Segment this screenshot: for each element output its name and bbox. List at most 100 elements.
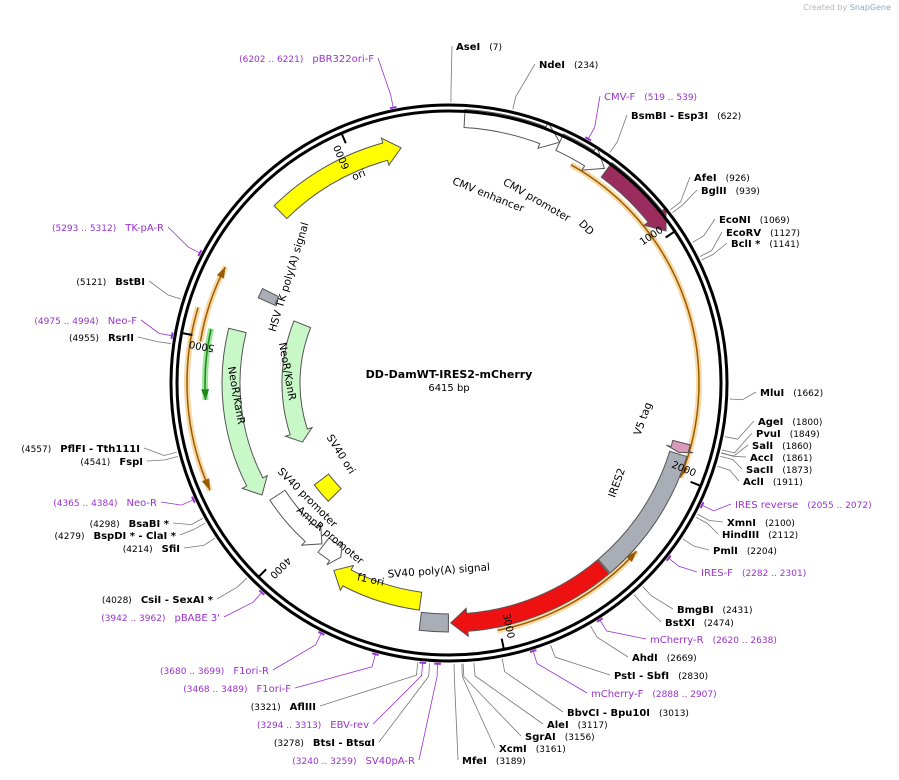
site-leader-1 [512, 63, 536, 110]
site-position: (622) [708, 112, 741, 122]
site-label-14: SacII (1873) [746, 465, 812, 476]
site-name: SalI [752, 441, 773, 452]
site-name: SacII [746, 465, 773, 476]
site-name: PstI - SbfI [614, 671, 669, 682]
site-label-13: AccI (1861) [750, 453, 812, 464]
site-name: MluI [760, 388, 784, 399]
site-leader-19 [682, 538, 710, 551]
site-leader-48 [148, 280, 181, 300]
site-name: F1ori-F [257, 684, 292, 695]
site-label-40: (4214) SfiI [123, 544, 180, 555]
site-label-7: EcoRV (1127) [726, 228, 800, 239]
site-name: pBR322ori-F [312, 54, 374, 65]
primer-mark-23 [596, 617, 604, 623]
site-position: (1069) [751, 216, 790, 226]
feature-label-f1-ori: f1 ori [356, 571, 385, 588]
site-leader-17 [697, 513, 724, 523]
site-position: (2888 .. 2907) [643, 690, 716, 700]
site-position: (4214) [123, 545, 162, 555]
site-name: BstBI [115, 277, 145, 288]
site-name: XcmI [499, 744, 527, 755]
site-name: TK-pA-R [124, 223, 164, 234]
site-label-42: (4298) BsaBI * [90, 519, 170, 530]
label-layer: AseI (7)NdeI (234)CMV-F (519 .. 539)BsmB… [21, 42, 871, 767]
site-name: AccI [750, 453, 773, 464]
site-name: F1ori-R [233, 666, 269, 677]
site-name: FspI [119, 457, 143, 468]
site-position: (4557) [21, 445, 60, 455]
site-label-25: PstI - SbfI (2830) [614, 671, 708, 682]
site-label-37: (3680 .. 3699) F1ori-R [160, 666, 269, 677]
site-position: (519 .. 539) [635, 93, 697, 103]
backbone-outer [169, 103, 729, 663]
site-leader-18 [695, 516, 719, 535]
site-position: (5121) [76, 278, 115, 288]
site-label-4: AfeI (926) [694, 173, 750, 184]
feature-label-mcherry: mCherry [511, 564, 558, 591]
feature-neokan-inner [281, 320, 314, 443]
site-position: (2620 .. 2638) [704, 636, 777, 646]
site-label-2: CMV-F (519 .. 539) [604, 92, 697, 103]
site-leader-25 [550, 644, 611, 676]
site-position: (2474) [695, 619, 734, 629]
feature-ampr-promoter [317, 537, 343, 566]
site-leader-3 [609, 114, 628, 153]
site-position: (2669) [658, 654, 697, 664]
tick-4000 [257, 568, 267, 578]
site-leader-34 [372, 662, 424, 725]
site-position: (3321) [251, 703, 290, 713]
site-leader-33 [378, 663, 431, 743]
plasmid-length: 6415 bp [428, 383, 469, 394]
site-label-44: (4541) FspI [80, 457, 143, 468]
feature-layer [221, 108, 694, 638]
site-label-11: PvuI (1849) [756, 429, 820, 440]
site-leader-23 [599, 619, 647, 640]
site-leader-5 [672, 189, 698, 214]
site-position: (939) [727, 187, 760, 197]
feature-cmv-promoter [555, 133, 606, 171]
site-label-31: MfeI (3189) [462, 756, 526, 767]
site-position: (2282 .. 2301) [733, 569, 806, 579]
site-label-0: AseI (7) [456, 42, 502, 53]
site-name: BstXI [665, 618, 695, 629]
tick-6000 [340, 132, 347, 144]
site-name: MfeI [462, 756, 487, 767]
site-position: (3013) [650, 709, 689, 719]
tick-1000 [665, 230, 676, 239]
primer-mark-50 [389, 105, 397, 110]
orf-arc-1 [497, 550, 638, 632]
feature-v5-tag [666, 439, 694, 454]
feature-mcherry [449, 559, 610, 638]
site-leader-2 [587, 95, 601, 140]
site-leader-21 [642, 586, 674, 610]
primer-mark-2 [584, 136, 592, 142]
site-leader-6 [692, 218, 716, 243]
site-label-29: SgrAI (3156) [525, 732, 595, 743]
site-label-12: SalI (1860) [752, 441, 812, 452]
orf-arrowhead-4 [201, 389, 210, 401]
site-leader-50 [377, 57, 394, 108]
tick-label-3000: 3000 [500, 612, 516, 639]
site-leader-36 [294, 654, 376, 689]
tick-3000 [500, 638, 505, 650]
site-label-20: IRES-F (2282 .. 2301) [701, 568, 806, 579]
site-label-16: IRES reverse (2055 .. 2072) [735, 500, 872, 511]
site-position: (2112) [759, 531, 798, 541]
tick-label-5000: 5000 [188, 338, 215, 353]
primer-mark-26 [529, 649, 537, 654]
site-leader-10 [724, 420, 755, 440]
site-position: (3942 .. 3962) [101, 614, 174, 624]
site-name: AhdI [632, 653, 658, 664]
plasmid-name: DD-DamWT-IRES2-mCherry [366, 368, 533, 381]
site-position: (3117) [569, 721, 608, 731]
site-leader-35 [319, 662, 419, 707]
orf-arrowhead-3 [216, 266, 226, 279]
site-label-23: mCherry-R (2620 .. 2638) [650, 635, 777, 646]
site-label-32: (3240 .. 3259) SV40pA-R [292, 756, 415, 767]
site-leader-38 [223, 592, 263, 618]
site-position: (2100) [756, 519, 795, 529]
feature-dd [600, 161, 667, 232]
site-label-8: BclI * (1141) [731, 239, 799, 250]
site-name: IRES reverse [735, 500, 798, 511]
site-leader-46 [137, 336, 171, 344]
